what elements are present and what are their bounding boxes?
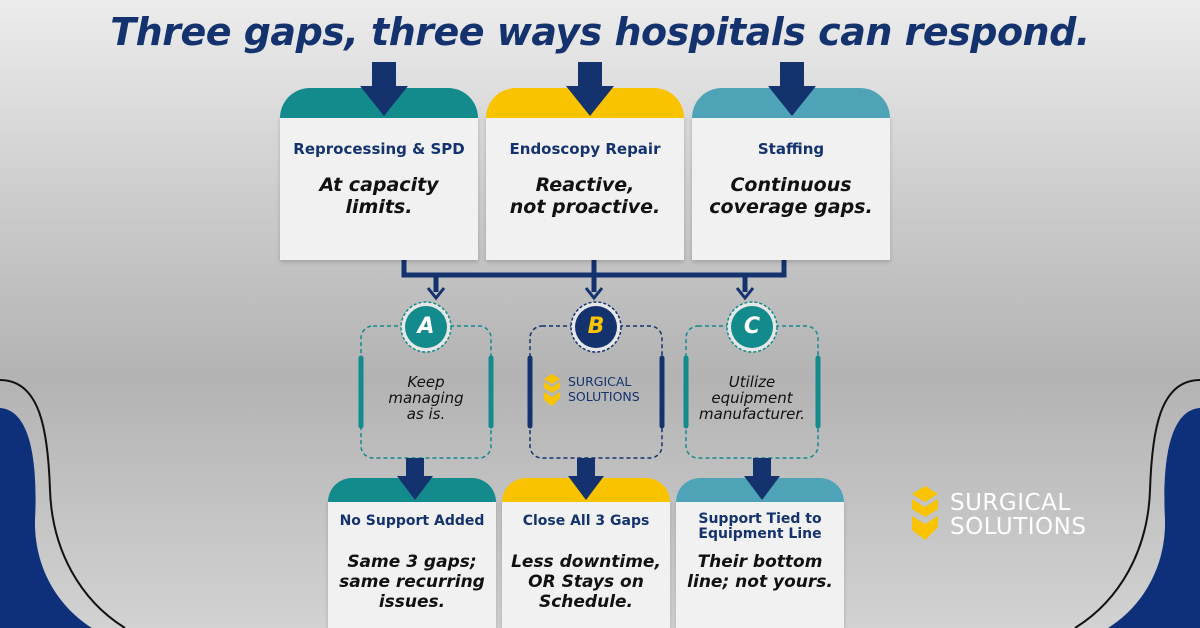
outcome-description: Same 3 gaps; same recurring issues.: [328, 552, 496, 612]
page-title: Three gaps, three ways hospitals can res…: [110, 10, 1090, 54]
gap-description: At capacity limits.: [319, 174, 439, 218]
left-corner-decoration: [0, 379, 126, 628]
option-b-logo: SURGICAL SOLUTIONS: [542, 374, 658, 408]
outcome-heading: No Support Added: [339, 513, 485, 529]
outcome-description: Less downtime, OR Stays on Schedule.: [502, 552, 670, 612]
outcome-heading: Support Tied to Equipment Line: [676, 512, 844, 542]
option-text-line: Utilize: [728, 373, 776, 391]
outcome-card-a: No Support Added Same 3 gaps; same recur…: [328, 478, 496, 628]
option-text-line: manufacturer.: [699, 405, 805, 423]
gap-description-line: coverage gaps.: [709, 196, 873, 218]
surgical-solutions-logo-icon: [912, 486, 938, 540]
gap-heading: Staffing: [757, 140, 825, 158]
gap-card-reprocessing: Reprocessing & SPD At capacity limits.: [280, 88, 478, 260]
gap-description-line: Continuous: [730, 174, 852, 196]
outcome-heading: Close All 3 Gaps: [522, 513, 650, 529]
option-text-line: Keep: [407, 373, 445, 391]
option-a-text: Keep managing as is.: [370, 374, 482, 422]
outcome-description: Their bottom line; not yours.: [676, 552, 844, 592]
outcome-heading-line: Equipment Line: [698, 526, 822, 542]
gap-heading: Endoscopy Repair: [509, 140, 661, 158]
gap-card-endoscopy: Endoscopy Repair Reactive, not proactive…: [486, 88, 684, 260]
outcome-description-line: line; not yours.: [687, 572, 833, 592]
arrow-down-icon: [566, 62, 614, 116]
outcome-description-line: OR Stays on: [528, 572, 644, 592]
outcome-heading-line: Support Tied to: [698, 511, 822, 527]
option-text-line: as is.: [406, 405, 446, 423]
brand-logo-line: SOLUTIONS: [950, 514, 1087, 540]
gap-description: Reactive, not proactive.: [486, 174, 684, 218]
gap-description-line: not proactive.: [509, 196, 661, 218]
outcome-description-line: same recurring: [339, 572, 485, 592]
gap-description-line: Reactive,: [535, 174, 635, 196]
option-text-line: managing: [388, 389, 464, 407]
surgical-solutions-logo-icon: [544, 374, 560, 406]
outcome-description-line: Less downtime,: [511, 552, 661, 572]
option-badge-b: B: [575, 306, 617, 348]
outcome-description-line: Schedule.: [538, 592, 634, 612]
option-text-line: equipment: [711, 389, 793, 407]
outcome-description-line: Same 3 gaps;: [347, 552, 477, 572]
arrow-down-icon: [768, 62, 816, 116]
outcome-card-b: Close All 3 Gaps Less downtime, OR Stays…: [502, 478, 670, 628]
right-corner-decoration: [1074, 379, 1200, 628]
brand-logo-line: SURGICAL: [950, 490, 1071, 516]
option-badge-a: A: [405, 306, 447, 348]
outcome-description-line: Their bottom: [697, 552, 823, 572]
arrow-down-icon: [568, 458, 604, 500]
option-c-text: Utilize equipment manufacturer.: [694, 374, 810, 422]
arrow-down-icon: [397, 458, 433, 500]
gap-heading: Reprocessing & SPD: [293, 140, 465, 158]
option-b-brand-line: SOLUTIONS: [568, 389, 640, 404]
option-b-brand-line: SURGICAL: [568, 374, 632, 389]
arrow-down-icon: [360, 62, 408, 116]
option-badge-c: C: [731, 306, 773, 348]
brand-logo: SURGICAL SOLUTIONS: [910, 486, 1100, 542]
outcome-description-line: issues.: [378, 592, 446, 612]
gap-description: Continuous coverage gaps.: [692, 174, 890, 218]
outcome-card-c: Support Tied to Equipment Line Their bot…: [676, 478, 844, 628]
arrow-down-icon: [744, 458, 780, 500]
